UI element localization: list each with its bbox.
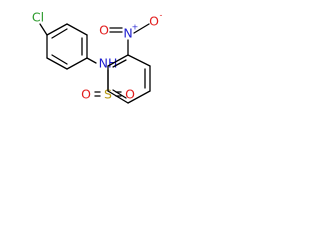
ring-a-inner-double-3 bbox=[51, 54, 68, 65]
nitro-oxygen-left-label: O bbox=[99, 23, 109, 38]
ring-b-bond-3 bbox=[127, 90, 151, 104]
aryl-nh-bond bbox=[86, 57, 97, 64]
ring-a-bond-2 bbox=[66, 23, 88, 36]
ring-b-bond-6 bbox=[107, 54, 129, 67]
ring-b-inner-double-2 bbox=[112, 89, 127, 99]
chemical-structure-diagram: Cl NH S O O N + O O - bbox=[32, 10, 163, 104]
ring-a-inner-double-1 bbox=[51, 28, 68, 39]
nitro-plus-charge: + bbox=[132, 23, 139, 32]
chlorophenyl-ring bbox=[46, 23, 88, 70]
oxygen-right-label: O bbox=[125, 87, 135, 102]
ring-b-bond-4 bbox=[107, 90, 129, 104]
chlorine-bond bbox=[39, 23, 48, 36]
nitro-nitrogen-label: N bbox=[123, 26, 132, 41]
oxygen-left-label: O bbox=[81, 87, 91, 102]
chlorine-atom-label: Cl bbox=[32, 10, 44, 25]
ring-a-bond-5 bbox=[46, 57, 68, 70]
sulfur-atom-label: S bbox=[104, 87, 112, 102]
ring-a-bond-4 bbox=[66, 57, 88, 70]
nitro-minus-charge: - bbox=[160, 11, 163, 20]
nitrophenyl-ring bbox=[107, 54, 151, 104]
ring-b-bond-1 bbox=[127, 54, 151, 67]
nitro-oxygen-single bbox=[133, 23, 150, 34]
ring-b-inner-double-3 bbox=[112, 59, 127, 68]
ring-a-bond-1 bbox=[46, 23, 68, 36]
nitro-oxygen-label: O bbox=[149, 14, 159, 29]
